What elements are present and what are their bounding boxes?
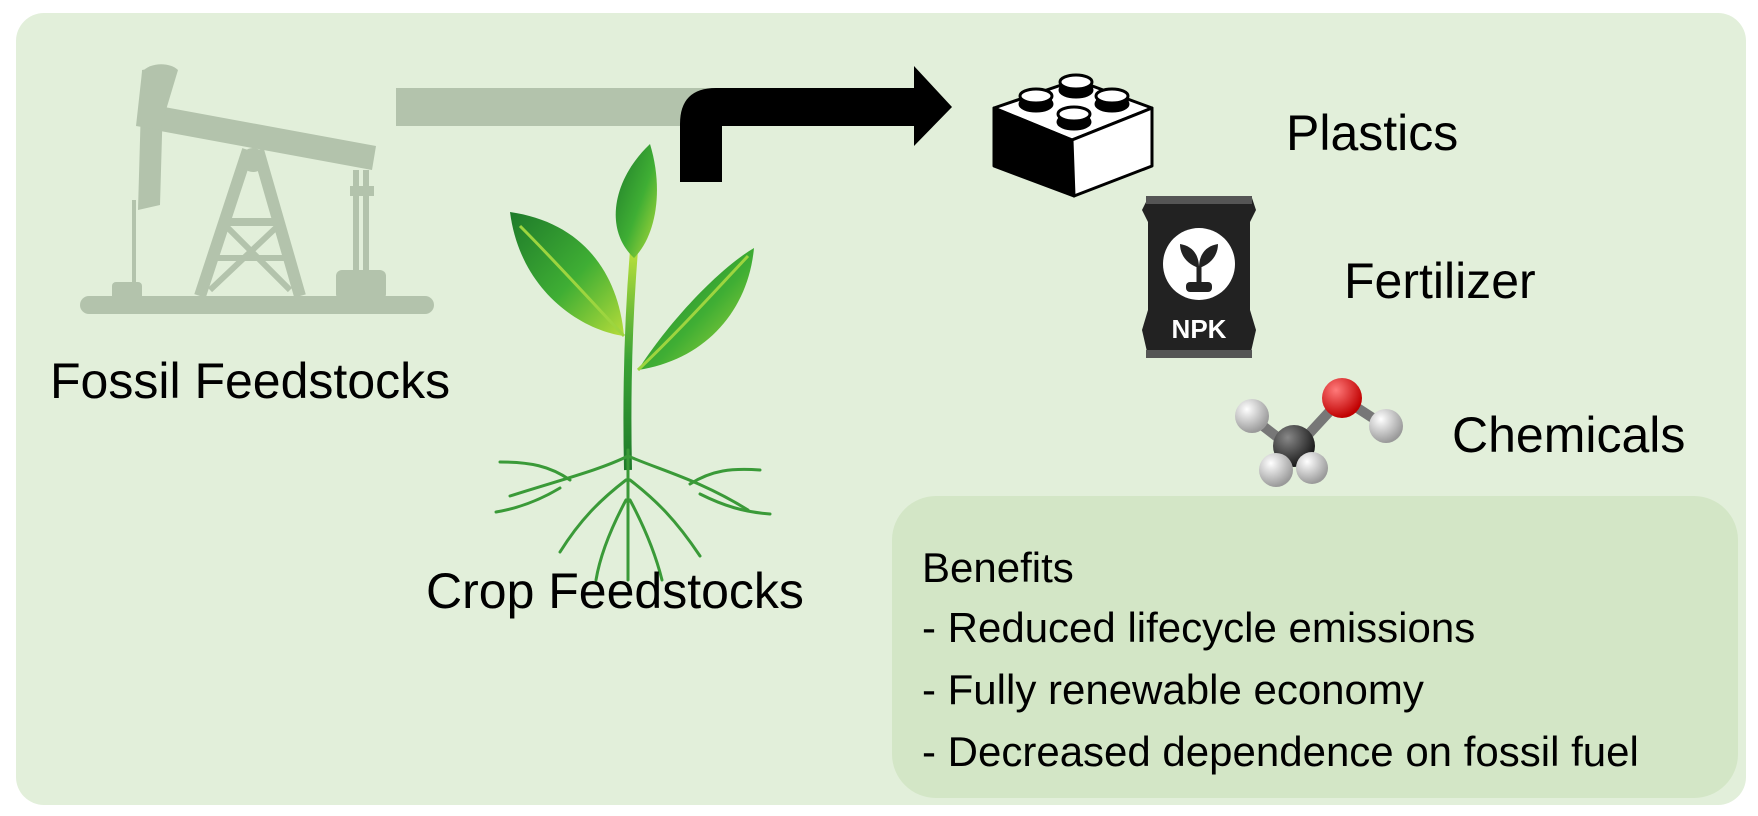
product-label-chemicals: Chemicals <box>1452 407 1686 463</box>
benefit-item: - Decreased dependence on fossil fuel <box>922 728 1639 775</box>
benefits-title: Benefits <box>922 544 1074 591</box>
flow-arrow-icon <box>680 66 952 182</box>
fossil-feed-bar <box>396 88 720 126</box>
benefit-item: - Reduced lifecycle emissions <box>922 604 1476 651</box>
fertilizer-bag-icon: NPK <box>1142 196 1256 358</box>
npk-label: NPK <box>1172 314 1227 344</box>
molecule-icon <box>1235 378 1403 487</box>
product-label-plastics: Plastics <box>1286 105 1459 161</box>
fossil-feedstocks-label: Fossil Feedstocks <box>50 353 451 409</box>
benefits-box: Benefits - Reduced lifecycle emissions -… <box>892 496 1738 798</box>
pumpjack-icon <box>80 64 434 314</box>
plant-icon <box>494 144 772 582</box>
brick-icon <box>992 73 1154 198</box>
crop-feedstocks-label: Crop Feedstocks <box>426 563 804 619</box>
benefit-item: - Fully renewable economy <box>922 666 1424 713</box>
product-label-fertilizer: Fertilizer <box>1344 253 1536 309</box>
